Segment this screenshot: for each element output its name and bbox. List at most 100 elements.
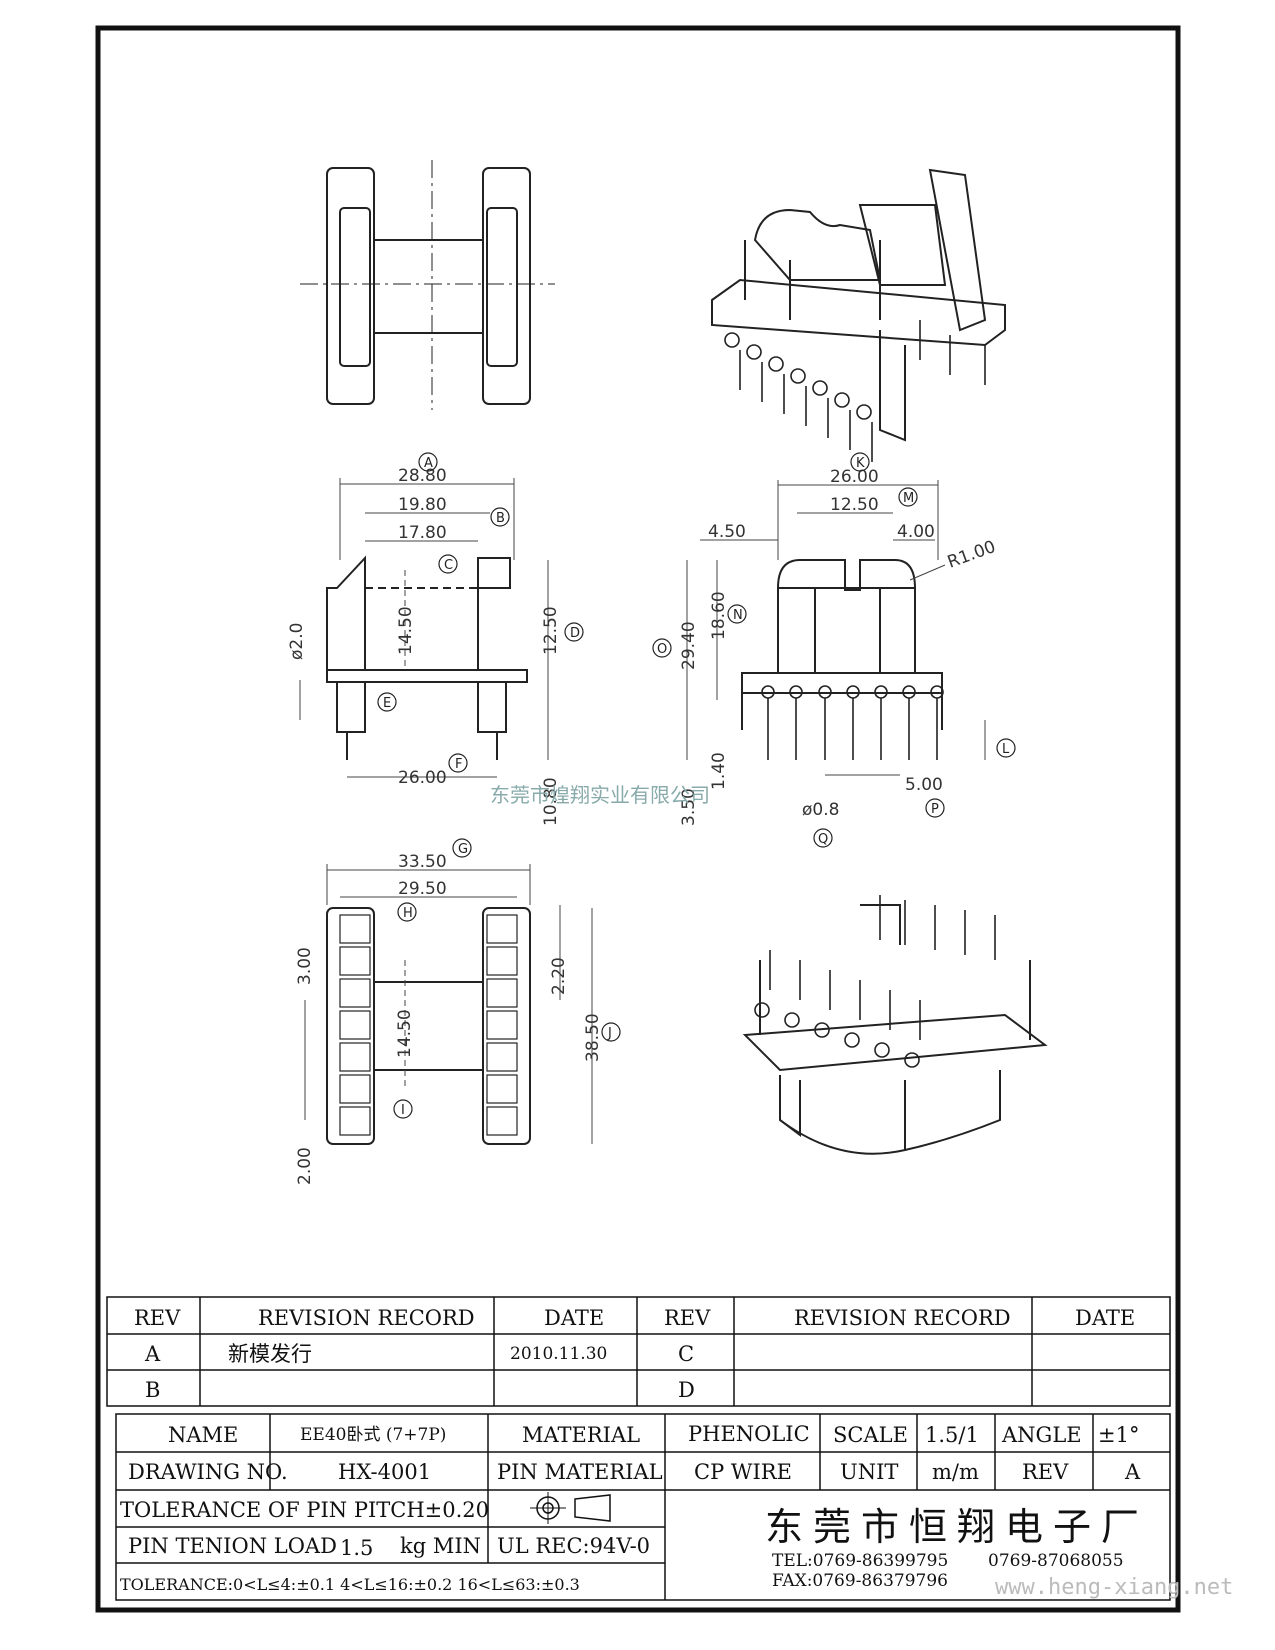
callout-b: B <box>496 511 505 526</box>
date-header-1: DATE <box>544 1306 604 1330</box>
callout-labels: A B C D E F G H I J K L M N O P Q <box>383 456 1010 1118</box>
angle-value: ±1° <box>1098 1423 1139 1447</box>
rev-label: REV <box>1022 1460 1069 1484</box>
angle-label: ANGLE <box>1001 1423 1082 1447</box>
dim-28-80: 28.80 <box>398 466 447 486</box>
pin-tenion-label: PIN TENION LOAD <box>128 1534 337 1558</box>
rev-header-1: REV <box>134 1306 181 1330</box>
tel2: 0769-87068055 <box>988 1551 1124 1571</box>
revision-table-text: REV REVISION RECORD DATE REV REVISION RE… <box>134 1306 1135 1402</box>
iso-view-top <box>711 168 1006 462</box>
callout-a: A <box>424 456 433 471</box>
revision-table <box>106 1296 1171 1407</box>
fax: FAX:0769-86379796 <box>772 1571 948 1591</box>
bottom-view-dimension-lines <box>304 864 593 1144</box>
rev-c: C <box>678 1342 694 1366</box>
bottom-view <box>326 907 531 1145</box>
dim-1-40: 1.40 <box>709 752 729 790</box>
callout-e: E <box>383 696 391 711</box>
callout-d: D <box>570 626 580 641</box>
dim-14-50-a: 14.50 <box>396 606 416 655</box>
drawing-no-value: HX-4001 <box>338 1460 431 1484</box>
bottom-view-dimension-text: 33.50 29.50 3.00 14.50 2.20 38.50 2.00 <box>295 852 603 1185</box>
dim-14-50-c: 14.50 <box>395 1009 415 1058</box>
sheet-border <box>95 25 1181 1613</box>
pin-material-value: CP WIRE <box>694 1460 792 1484</box>
material-value: PHENOLIC <box>688 1422 810 1446</box>
side-view <box>741 559 944 760</box>
name-value: EE40卧式 (7+7P) <box>300 1425 446 1445</box>
tolerance-pitch: TOLERANCE OF PIN PITCH±0.20 <box>120 1498 489 1522</box>
callout-h: H <box>403 906 413 921</box>
dim-2-00: 2.00 <box>295 1147 315 1185</box>
front-view-dimension-lines <box>299 478 549 778</box>
company-name: 东莞市恒翔电子厂 <box>765 1505 1149 1549</box>
title-block-text: NAME EE40卧式 (7+7P) MATERIAL PHENOLIC SCA… <box>120 1422 1233 1600</box>
rev-header-2: REV <box>664 1306 711 1330</box>
dim-2-20: 2.20 <box>549 957 569 995</box>
dim-3-50: 3.50 <box>679 788 699 826</box>
name-label: NAME <box>168 1423 238 1447</box>
revision-record-header-1: REVISION RECORD <box>258 1306 475 1330</box>
scale-value: 1.5/1 <box>925 1423 979 1447</box>
dim-pin-dia: ø0.8 <box>802 800 839 820</box>
dim-26-00-a: 26.00 <box>398 768 447 788</box>
dim-12-50: 12.50 <box>541 606 561 655</box>
front-view <box>326 555 528 760</box>
material-label: MATERIAL <box>522 1423 640 1447</box>
dim-33-50: 33.50 <box>398 852 447 872</box>
rev-value: A <box>1124 1460 1141 1484</box>
website: www.heng-xiang.net <box>995 1575 1233 1600</box>
rev-a-record: 新模发行 <box>228 1342 312 1366</box>
dim-radius: R1.00 <box>945 537 999 573</box>
title-block <box>115 1413 1171 1601</box>
callout-m: M <box>903 491 914 506</box>
dim-18-60: 18.60 <box>709 591 729 640</box>
dim-17-80: 17.80 <box>398 523 447 543</box>
dim-38-50: 38.50 <box>583 1013 603 1062</box>
callout-n: N <box>733 608 743 623</box>
rev-d: D <box>678 1378 695 1402</box>
side-view-dimension-lines <box>686 480 986 776</box>
taper-symbol <box>574 1494 611 1522</box>
unit-value: m/m <box>932 1460 979 1484</box>
callout-l: L <box>1002 742 1010 757</box>
side-view-dimension-text: 26.00 12.50 4.50 4.00 R1.00 29.40 18.60 … <box>679 467 998 826</box>
rev-a: A <box>144 1342 161 1366</box>
callout-p: P <box>931 802 939 817</box>
dim-29-50: 29.50 <box>398 879 447 899</box>
date-header-2: DATE <box>1075 1306 1135 1330</box>
revision-record-header-2: REVISION RECORD <box>794 1306 1011 1330</box>
pin-material-label: PIN MATERIAL <box>497 1460 663 1484</box>
pin-tenion-unit: kg MIN <box>400 1534 481 1558</box>
pin-tenion-value: 1.5 <box>340 1536 373 1560</box>
dim-dia-2: ø2.0 <box>287 623 307 660</box>
callout-q: Q <box>818 832 828 847</box>
watermark-text: 东莞市煌翔实业有限公司 <box>490 783 710 807</box>
dim-pin-pitch: 5.00 <box>905 775 943 795</box>
scale-label: SCALE <box>833 1423 908 1447</box>
unit-label: UNIT <box>840 1460 898 1484</box>
callout-k: K <box>856 456 865 471</box>
tolerance-general: TOLERANCE:0<L≤4:±0.1 4<L≤16:±0.2 16<L≤63… <box>120 1575 580 1594</box>
dim-3-00: 3.00 <box>295 947 315 985</box>
rev-b: B <box>145 1378 160 1402</box>
callouts <box>377 452 1016 1119</box>
callout-f: F <box>455 757 462 772</box>
dim-26-00-b: 26.00 <box>830 467 879 487</box>
iso-view-bottom <box>742 895 1048 1155</box>
callout-i: I <box>401 1103 405 1118</box>
dim-4-00: 4.00 <box>897 522 935 542</box>
callout-o: O <box>657 642 667 657</box>
callout-g: G <box>458 842 468 857</box>
front-view-dimension-text: 28.80 19.80 17.80 14.50 12.50 ø2.0 26.00… <box>287 466 561 826</box>
dim-4-50: 4.50 <box>708 522 746 542</box>
ul-rec: UL REC:94V-0 <box>497 1534 650 1558</box>
dim-19-80: 19.80 <box>398 495 447 515</box>
tel: TEL:0769-86399795 <box>772 1551 948 1571</box>
rev-a-date: 2010.11.30 <box>510 1344 607 1364</box>
dim-29-40: 29.40 <box>679 621 699 670</box>
drawing-no-label: DRAWING NO. <box>128 1460 288 1484</box>
callout-c: C <box>444 558 453 573</box>
